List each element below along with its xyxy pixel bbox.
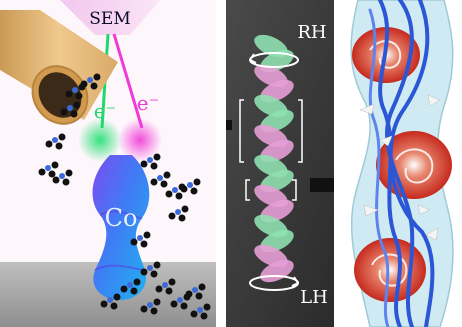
precursor-molecule: [120, 278, 141, 295]
cobalt-label: Co: [105, 204, 138, 232]
precursor-molecule: [168, 205, 189, 222]
precursor-molecule: [170, 293, 191, 310]
precursor-molecule: [190, 303, 211, 320]
precursor-molecule: [100, 293, 121, 310]
deposition-schematic-panel: SEM e⁻ e⁻ Co: [0, 0, 216, 327]
precursor-molecule: [65, 83, 86, 100]
precursor-molecule: [38, 161, 59, 178]
precursor-molecule: [52, 169, 73, 186]
precursor-molecule: [155, 278, 176, 295]
magnetization-arrows: [359, 94, 441, 241]
magnetic-field-simulation: [350, 0, 454, 327]
precursor-molecule: [60, 101, 81, 118]
precursor-molecule: [140, 298, 161, 315]
right-handed-label: RH: [297, 22, 326, 43]
simulation-panel: [340, 0, 462, 327]
rotation-arrow-top: [249, 52, 299, 68]
precursor-molecule: [130, 231, 151, 248]
sem-label: SEM: [89, 9, 130, 29]
precursor-molecule: [45, 133, 66, 150]
deposition-schematic-illustration: SEM e⁻ e⁻ Co: [0, 0, 216, 327]
sem-pole-piece: [60, 0, 160, 35]
electron-label-magenta: e⁻: [137, 91, 159, 115]
helix-segments: [254, 34, 294, 283]
interaction-volume-green: [78, 118, 122, 162]
left-handed-label: LH: [300, 287, 328, 308]
precursor-molecule: [185, 283, 206, 300]
precursor-molecule: [140, 261, 161, 278]
field-strands: [368, 0, 435, 327]
cobalt-helix-deposit: [92, 155, 150, 300]
precursor-molecule: [180, 178, 201, 195]
vortex-region-bottom: [354, 238, 426, 302]
sem-micrograph-panel: RH LH: [226, 0, 334, 327]
interaction-volume-magenta: [118, 118, 162, 162]
measurement-brackets: [239, 99, 303, 201]
precursor-molecule: [150, 171, 171, 188]
sem-micrograph: RH LH: [226, 0, 334, 327]
electron-beam-magenta: [112, 33, 144, 129]
electron-label-green: e⁻: [94, 99, 116, 123]
precursor-molecules: [38, 73, 211, 320]
precursor-molecule: [140, 153, 161, 170]
rotation-arrow-bottom: [249, 275, 299, 291]
